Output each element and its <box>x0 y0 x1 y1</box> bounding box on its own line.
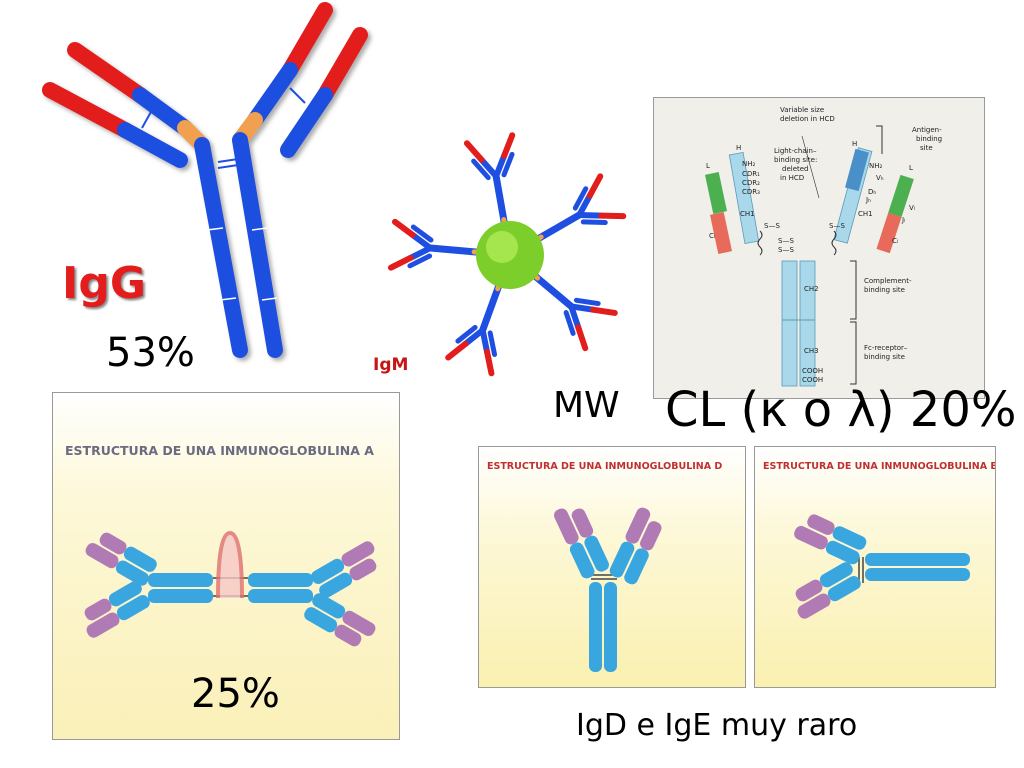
igm-diagram <box>370 110 650 400</box>
hcd-structure-figure: Variable size deletion in HCD Light-chai… <box>653 97 985 399</box>
ige-panel: ESTRUCTURA DE UNA INMUNOGLOBULINA E <box>754 446 996 688</box>
rare-note: IgD e IgE muy raro <box>576 708 858 743</box>
hcd-binding-site-label: binding site: <box>774 156 817 164</box>
ige-antibody-icon <box>794 514 970 619</box>
hcd-cdr3: CDR₃ <box>742 188 760 196</box>
hcd-fc-receptor-label: Fc-receptor– <box>864 344 908 352</box>
hcd-cooh2: COOH <box>802 376 823 384</box>
hcd-deleted-label: deleted <box>782 165 809 173</box>
hcd-antigen-label: Antigen- <box>912 126 942 134</box>
hcd-complement-label: Complement- <box>864 277 912 285</box>
hcd-ss3: S—S <box>778 246 794 254</box>
hcd-vl: Vₗ <box>909 204 915 212</box>
igd-panel: ESTRUCTURA DE UNA INMUNOGLOBULINA D <box>478 446 746 688</box>
igg-percent: 53% <box>106 330 195 376</box>
hcd-binding-label: binding <box>916 135 942 143</box>
igd-title: ESTRUCTURA DE UNA INMUNOGLOBULINA D <box>487 461 723 472</box>
ige-title: ESTRUCTURA DE UNA INMUNOGLOBULINA E <box>763 461 996 472</box>
hcd-cl-left: Cₗ <box>709 232 715 240</box>
hcd-l-left: L <box>706 162 710 170</box>
hcd-h-right: H <box>852 140 857 148</box>
hcd-l-right: L <box>909 164 913 172</box>
hcd-complement-site: binding site <box>864 286 905 294</box>
igd-antibody-icon <box>554 507 662 672</box>
hcd-ss1: S—S <box>764 222 780 230</box>
igg-diagram <box>30 0 390 380</box>
hcd-jl: Jₗ <box>901 216 905 224</box>
hcd-jh: Jₕ <box>865 196 871 204</box>
hcd-antibody-diagram: Variable size deletion in HCD Light-chai… <box>704 106 942 387</box>
igg-antibody-icon <box>42 2 368 358</box>
hcd-light-chain-label: Light-chain– <box>774 147 817 155</box>
iga-percent: 25% <box>191 671 280 717</box>
hcd-h-left: H <box>736 144 741 152</box>
iga-title: ESTRUCTURA DE UNA INMUNOGLOBULINA A <box>65 443 374 458</box>
hcd-vh: Vₕ <box>876 174 884 182</box>
hcd-ss2: S—S <box>778 237 794 245</box>
hcd-dh: Dₕ <box>868 188 876 196</box>
hcd-deletion-label: deletion in HCD <box>780 115 835 123</box>
iga-panel: ESTRUCTURA DE UNA INMUNOGLOBULINA A 25% <box>52 392 400 740</box>
hcd-ch2: CH2 <box>804 285 819 293</box>
hcd-variable-size: Variable size <box>780 106 824 114</box>
hcd-nh2-right: NH₂ <box>869 162 883 170</box>
hcd-ch1-right: CH1 <box>858 210 873 218</box>
igm-label: IgM <box>373 355 409 375</box>
hcd-cooh1: COOH <box>802 367 823 375</box>
hcd-cdr1: CDR₁ <box>742 170 760 178</box>
hcd-cdr2: CDR₂ <box>742 179 760 187</box>
iga-dimer-icon <box>84 530 377 647</box>
hcd-site-label: site <box>920 144 933 152</box>
hcd-cl-right: Cₗ <box>892 237 898 245</box>
hcd-ch3: CH3 <box>804 347 819 355</box>
igg-label: IgG <box>62 258 146 309</box>
hcd-in-hcd-label: in HCD <box>780 174 804 182</box>
hcd-nh2-left: NH₂ <box>742 160 756 168</box>
light-chain-percent-label: CL (κ o λ) 20% <box>665 382 1017 438</box>
hcd-ch1-left: CH1 <box>740 210 755 218</box>
hcd-fc-site: binding site <box>864 353 905 361</box>
hcd-ss4: S—S <box>829 222 845 230</box>
igm-pentamer-icon <box>387 132 627 377</box>
mw-label: MW <box>553 385 620 426</box>
